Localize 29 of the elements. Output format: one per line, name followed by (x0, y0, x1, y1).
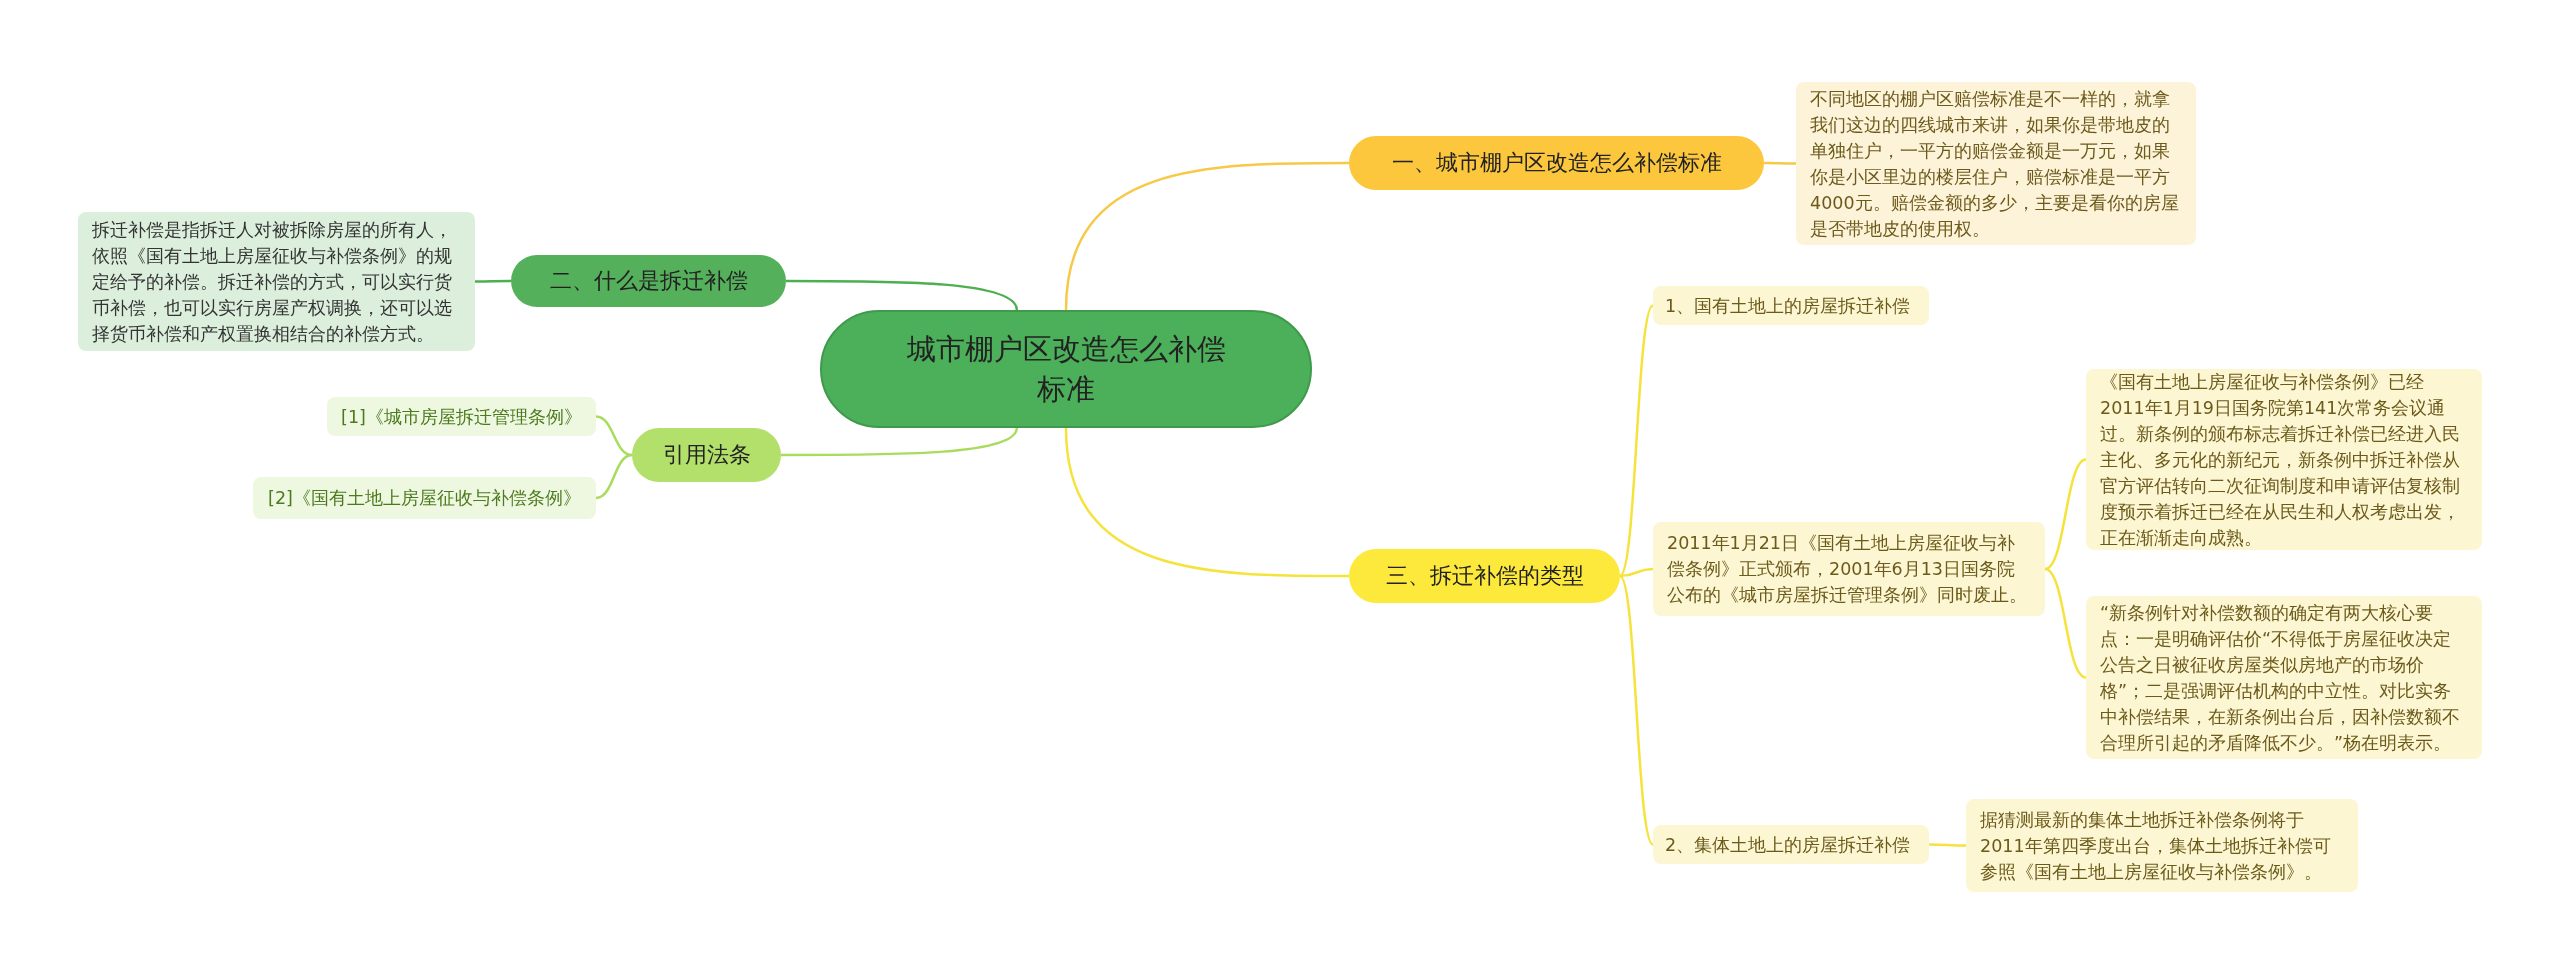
note-box: 据猜测最新的集体土地拆迁补偿条例将于2011年第四季度出台，集体土地拆迁补偿可参照《国有土地上房屋征收与补偿条例》。 (1966, 799, 2358, 892)
connector-line (1764, 161, 1796, 165)
note-box: 2011年1月21日《国有土地上房屋征收与补偿条例》正式颁布，2001年6月13日国务院公布的《城市房屋拆迁管理条例》同时废止。 (1653, 522, 2045, 616)
citation-box: [1]《城市房屋拆迁管理条例》 (327, 397, 596, 436)
connector-line (1064, 161, 1349, 311)
connector-line (786, 279, 1018, 311)
branch-topic: 二、什么是拆迁补偿 (511, 255, 786, 307)
connector-line (595, 415, 633, 457)
connector-line (2044, 567, 2087, 679)
note-box: 拆迁补偿是指拆迁人对被拆除房屋的所有人，依照《国有土地上房屋征收与补偿条例》的规定给予的补偿。拆迁补偿的方式，可以实行货币补偿，也可以实行房屋产权调换，还可以选择货币补偿和产权置换相结合的补偿方式。 (78, 212, 475, 351)
connector-line (475, 279, 511, 283)
central-topic: 城市棚户区改造怎么补偿标准 (820, 310, 1312, 428)
connector-line (1619, 567, 1654, 578)
citation-box: [2]《国有土地上房屋征收与补偿条例》 (253, 477, 596, 519)
connector-line (781, 427, 1018, 457)
connector-line (1064, 427, 1349, 578)
connector-line (2044, 458, 2087, 571)
branch-topic: 三、拆迁补偿的类型 (1349, 549, 1620, 603)
connector-line (1619, 304, 1654, 577)
branch-topic: 一、城市棚户区改造怎么补偿标准 (1349, 136, 1764, 190)
connector-line (1619, 575, 1654, 846)
connector-line (1929, 843, 1966, 847)
note-box: 《国有土地上房屋征收与补偿条例》已经2011年1月19日国务院第141次常务会议通过。新条例的颁布标志着拆迁补偿已经进入民主化、多元化的新纪元，新条例中拆迁补偿从官方评估转向二次征询制度和申请评估复核制度预示着拆迁已经在从民生和人权考虑出发，正在渐渐走向成熟。 (2086, 369, 2482, 550)
subtopic-box: 2、集体土地上的房屋拆迁补偿 (1653, 825, 1929, 864)
connector-line (595, 453, 633, 500)
subtopic-box: 1、国有土地上的房屋拆迁补偿 (1653, 286, 1929, 325)
note-box: 不同地区的棚户区赔偿标准是不一样的，就拿我们这边的四线城市来讲，如果你是带地皮的单独住户，一平方的赔偿金额是一万元，如果你是小区里边的楼层住户，赔偿标准是一平方4000元。赔偿金额的多少，主要是看你的房屋是否带地皮的使用权。 (1796, 82, 2196, 245)
note-box: “新条例针对补偿数额的确定有两大核心要点：一是明确评估价“不得低于房屋征收决定公告之日被征收房屋类似房地产的市场价格”；二是强调评估机构的中立性。对比实务中补偿结果，在新条例出台后，因补偿数额不合理所引起的矛盾降低不少。”杨在明表示。 (2086, 596, 2482, 759)
branch-topic: 引用法条 (632, 428, 781, 482)
